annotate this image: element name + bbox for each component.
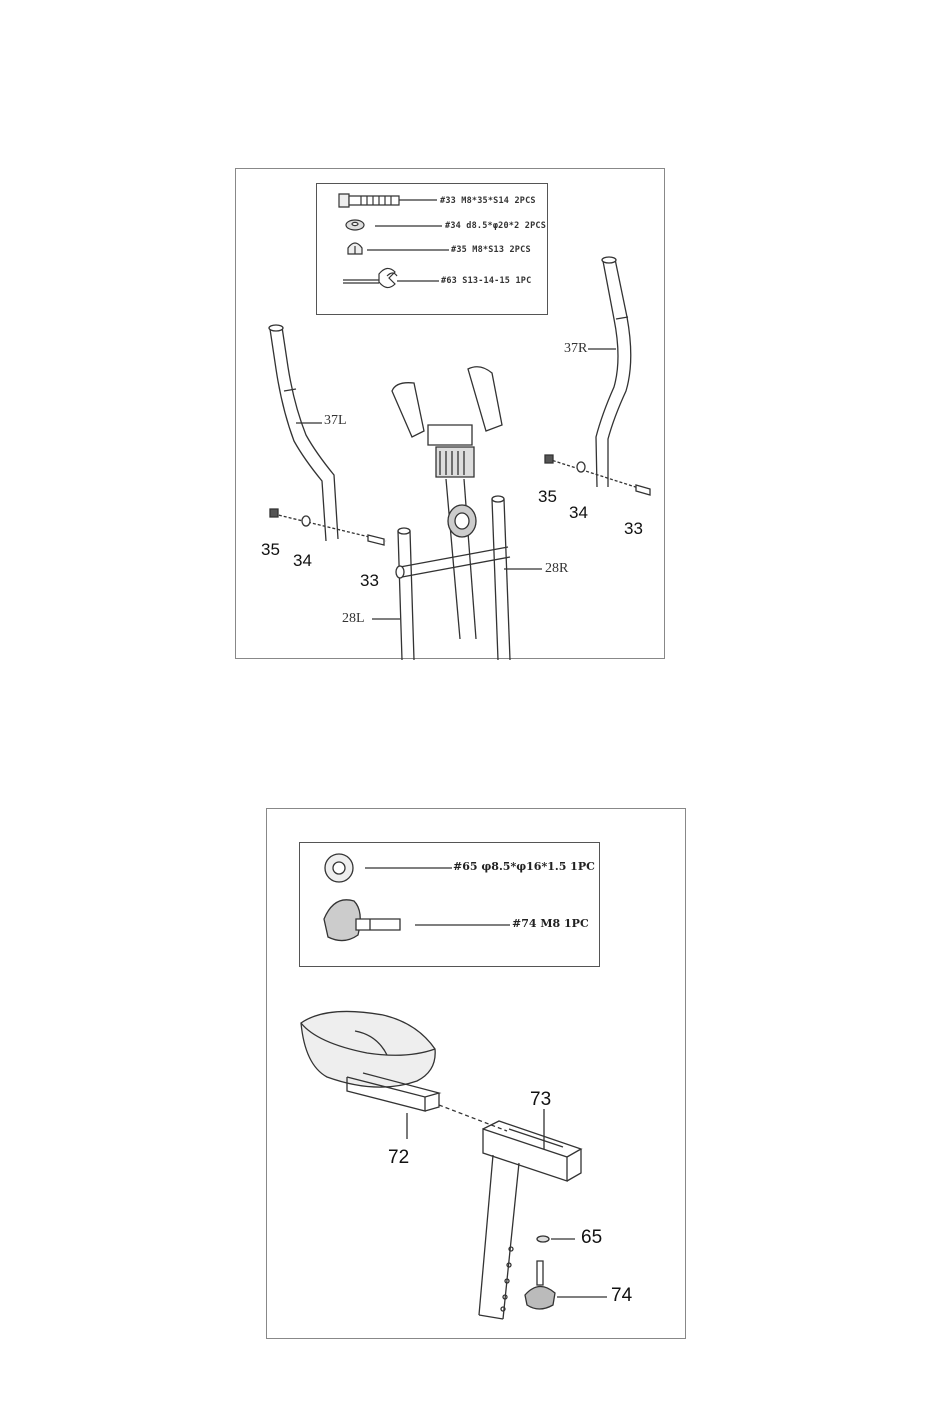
handlebar-37L [269,325,338,541]
callout-37L: 37L [324,413,347,429]
callout-74: 74 [611,1285,632,1307]
callout-72: 72 [388,1147,409,1169]
callout-right-34: 34 [569,503,588,523]
callout-right-35: 35 [538,487,557,507]
callout-left-35: 35 [261,540,280,560]
lower-arm-28L [398,528,414,660]
seat-illustration [267,809,687,1340]
callout-right-33: 33 [624,519,643,539]
callout-73: 73 [530,1089,551,1111]
right-hardware [545,455,650,495]
seat-assembly-diagram: #65 φ8.5*φ16*1.5 1PC #74 M8 1PC [266,808,686,1339]
handlebar-assembly-diagram: #33 M8*35*S14 2PCS #34 d8.5*φ20*2 2PCS #… [235,168,665,659]
seat-72 [301,1011,439,1139]
handlebar-illustration [236,169,666,660]
washer-65 [537,1236,575,1242]
callout-left-33: 33 [360,571,379,591]
callout-65: 65 [581,1227,602,1249]
knob-74 [525,1261,607,1309]
lower-arm-28R [492,496,510,660]
callout-left-34: 34 [293,551,312,571]
handlebar-37R [596,257,631,487]
seat-post-73 [479,1109,581,1319]
callout-28R: 28R [545,561,568,577]
callout-28L: 28L [342,611,365,627]
left-hardware [270,509,386,545]
console-mast [392,367,502,639]
callout-37R: 37R [564,341,587,357]
